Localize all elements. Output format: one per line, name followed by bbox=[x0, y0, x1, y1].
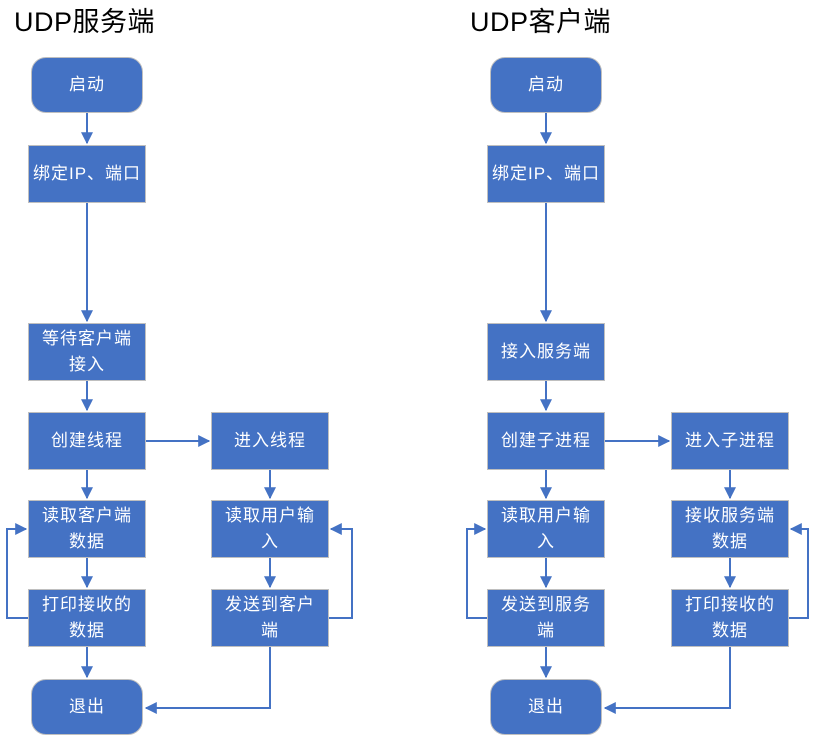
node-client-read-user-input: 读取用户输 入 bbox=[487, 500, 605, 558]
node-server-read-client-data: 读取客户端 数据 bbox=[28, 500, 146, 558]
node-client-create-process: 创建子进程 bbox=[487, 412, 605, 470]
arrow-server-loop-right bbox=[329, 523, 353, 619]
node-server-create-thread: 创建线程 bbox=[28, 412, 146, 470]
node-client-enter-process: 进入子进程 bbox=[671, 412, 789, 470]
node-client-connect-server: 接入服务端 bbox=[487, 323, 605, 381]
node-client-print-received: 打印接收的 数据 bbox=[671, 589, 789, 647]
node-server-wait: 等待客户端 接入 bbox=[28, 323, 146, 381]
arrow-client-print-exit bbox=[603, 647, 731, 714]
node-server-bind: 绑定IP、端口 bbox=[28, 145, 146, 203]
node-client-exit: 退出 bbox=[490, 679, 602, 735]
node-client-recv-server-data: 接收服务端 数据 bbox=[671, 500, 789, 558]
node-server-read-user-input: 读取用户输 入 bbox=[211, 500, 329, 558]
node-server-send-to-client: 发送到客户 端 bbox=[211, 589, 329, 647]
arrow-server-loop-left bbox=[6, 523, 28, 619]
arrow-client-loop-left bbox=[466, 523, 487, 619]
client-title: UDP客户端 bbox=[470, 7, 612, 37]
arrow-client-loop-right bbox=[789, 523, 809, 619]
node-server-enter-thread: 进入线程 bbox=[211, 412, 329, 470]
node-server-print-received: 打印接收的 数据 bbox=[28, 589, 146, 647]
node-client-bind: 绑定IP、端口 bbox=[487, 145, 605, 203]
node-server-start: 启动 bbox=[31, 57, 143, 113]
server-title: UDP服务端 bbox=[14, 7, 156, 37]
node-server-exit: 退出 bbox=[31, 679, 143, 735]
arrow-server-send-exit bbox=[144, 647, 271, 714]
node-client-start: 启动 bbox=[490, 57, 602, 113]
node-client-send-to-server: 发送到服务 端 bbox=[487, 589, 605, 647]
